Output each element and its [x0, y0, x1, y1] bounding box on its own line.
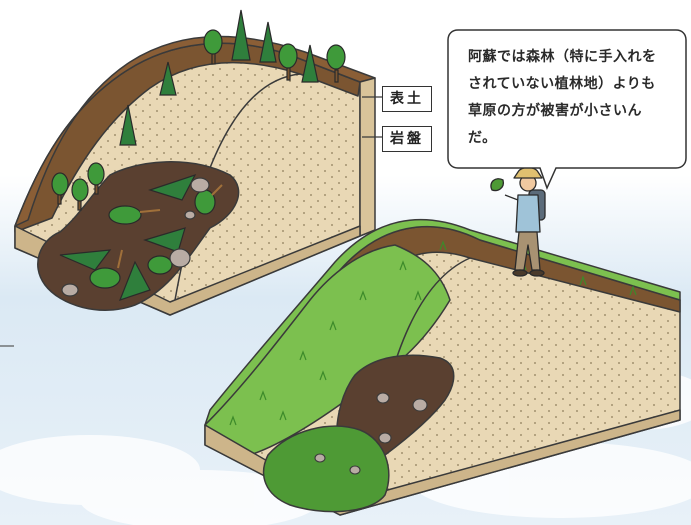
deciduous-tree-icon: [89, 267, 121, 289]
rocks: [61, 177, 210, 297]
deciduous-tree-icon: [71, 178, 89, 211]
deciduous-tree-icon: [147, 255, 173, 275]
cedar-tree-icon: [118, 260, 151, 301]
rock-icon: [378, 432, 392, 444]
cedar-tree-icon: [231, 9, 251, 61]
bedrock-label: 岩盤: [382, 126, 432, 152]
deciduous-tree-icon: [108, 205, 142, 225]
cedar-tree-icon: [259, 21, 277, 63]
label-leaders: [362, 96, 382, 138]
grass-slope-face: [204, 244, 451, 456]
grass-rocks: [314, 392, 428, 475]
rock-icon: [61, 283, 79, 297]
cedar-tree-icon: [59, 249, 112, 271]
rock-icon: [314, 453, 326, 463]
rock-icon: [184, 210, 196, 220]
standing-trees: [51, 9, 346, 211]
rock-icon: [412, 398, 428, 412]
speech-bubble-shape: [447, 29, 687, 191]
cedar-tree-icon: [143, 227, 186, 253]
rock-icon: [349, 465, 361, 475]
rock-icon: [190, 177, 210, 193]
deciduous-tree-icon: [326, 44, 346, 83]
leaf-icon: [490, 178, 504, 192]
hiker-icon: [490, 166, 546, 277]
deciduous-tree-icon: [87, 162, 105, 195]
cedar-tree-icon: [301, 44, 319, 83]
topsoil-label: 表土: [382, 86, 432, 112]
grass-debris-pile: [262, 425, 390, 513]
speech-bubble-text: 阿蘇では森林（特に手入れをされていない植林地）よりも草原の方が被害が小さいんだ。: [468, 49, 657, 146]
cedar-tree-icon: [159, 61, 177, 96]
cedar-tree-icon: [148, 173, 197, 201]
rock-icon: [376, 392, 390, 404]
deciduous-tree-icon: [51, 172, 69, 205]
forest-landslide-debris: [37, 161, 240, 311]
deciduous-tree-icon: [203, 29, 223, 65]
deciduous-tree-icon: [278, 43, 298, 81]
cedar-tree-icon: [119, 104, 137, 146]
fallen-trees: [59, 173, 223, 301]
rock-icon: [169, 248, 191, 268]
